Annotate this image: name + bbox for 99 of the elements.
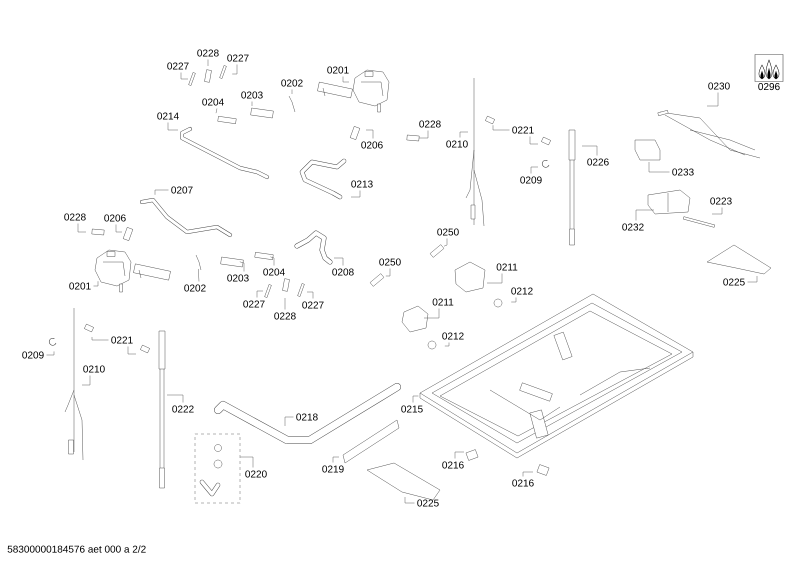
callout-number: 0296 (758, 83, 780, 90)
callout-number: 0221 (512, 126, 534, 134)
leader-line (460, 132, 468, 138)
leader-line (284, 298, 286, 310)
flame-symbol (754, 54, 784, 82)
leader-line (240, 262, 244, 272)
callout-number: 0228 (197, 49, 219, 57)
callout-number: 0203 (227, 274, 249, 282)
leader-line (706, 92, 718, 106)
leader-line (78, 223, 86, 232)
leader-line (418, 130, 428, 138)
leader-line (522, 472, 534, 477)
dashed-group-box (194, 434, 240, 504)
leader-line (424, 308, 440, 318)
callout-number: 0206 (361, 141, 383, 149)
leader-line (404, 496, 415, 504)
callout-number: 0208 (332, 268, 354, 276)
callout-number: 0212 (511, 287, 533, 295)
leader-line (648, 162, 670, 172)
callout-number: 0216 (512, 479, 534, 487)
callout-number: 0232 (622, 223, 644, 231)
leader-line (166, 394, 184, 403)
leader-line (216, 108, 218, 114)
leader-line (240, 456, 254, 468)
callout-number: 0210 (83, 365, 105, 373)
callout-number: 0228 (274, 312, 296, 320)
leader-line (93, 280, 98, 286)
leader-line (334, 258, 344, 266)
callout-number: 0209 (22, 351, 44, 359)
leader-line (492, 124, 510, 130)
callout-number: 0227 (167, 62, 189, 70)
callout-number: 0201 (327, 66, 349, 74)
leader-line (232, 64, 238, 74)
leader-line (486, 273, 502, 284)
callout-number: 0213 (351, 180, 373, 188)
callout-number: 0209 (520, 176, 542, 184)
leader-line (366, 130, 374, 139)
callout-number: 0203 (241, 91, 263, 99)
leader-line (198, 268, 200, 282)
leader-line (180, 72, 188, 80)
leader-line (530, 166, 538, 174)
leader-line (636, 210, 654, 221)
leader-line (454, 452, 464, 459)
leader-line (82, 375, 90, 386)
callout-number: 0225 (417, 499, 439, 507)
callout-number: 0201 (69, 282, 91, 290)
leader-line (386, 268, 390, 276)
callout-number: 0220 (245, 470, 267, 478)
callout-number: 0214 (157, 112, 179, 120)
leader-line (306, 292, 314, 299)
callout-number: 0226 (587, 158, 609, 166)
callout-number: 0210 (446, 140, 468, 148)
callout-number: 0211 (496, 263, 518, 271)
leader-line (46, 351, 54, 356)
callout-number: 0215 (401, 405, 423, 413)
leader-line (350, 190, 360, 198)
callout-number: 0202 (184, 284, 206, 292)
leader-line (444, 238, 448, 246)
leader-line (332, 456, 340, 463)
leader-line (270, 256, 274, 266)
leader-line (128, 346, 136, 354)
callout-number: 0222 (172, 405, 194, 413)
leader-line (92, 336, 109, 340)
callout-number: 0250 (379, 258, 401, 266)
leader-line (154, 190, 169, 196)
callout-number: 0202 (281, 79, 303, 87)
callout-number: 0218 (296, 413, 318, 421)
leader-line (747, 276, 758, 282)
leader-line (510, 297, 516, 302)
callout-number: 0207 (171, 186, 193, 194)
callout-number: 0230 (708, 82, 730, 90)
callout-number: 0223 (710, 197, 732, 205)
callout-number: 0233 (672, 168, 694, 176)
leader-line (284, 416, 294, 426)
callout-number: 0219 (322, 465, 344, 473)
leader-line (116, 224, 122, 232)
leader-line (582, 146, 598, 156)
drawing-number: 58300000184576 aet 000 a 2/2 (8, 545, 146, 553)
callout-number: 0204 (263, 268, 285, 276)
leader-line (444, 342, 450, 346)
callout-number: 0250 (437, 228, 459, 236)
callout-number: 0211 (432, 298, 454, 306)
callout-number: 0206 (104, 214, 126, 222)
callout-number: 0227 (243, 300, 265, 308)
callout-number: 0216 (442, 461, 464, 469)
leader-line (412, 396, 419, 403)
leader-line (256, 290, 264, 298)
leader-line (342, 76, 350, 82)
callout-number: 0225 (723, 278, 745, 286)
leader-line (530, 136, 538, 144)
callout-number: 0228 (64, 213, 86, 221)
callout-number: 0221 (111, 336, 133, 344)
callout-number: 0228 (419, 120, 441, 128)
callout-number: 0227 (302, 301, 324, 309)
callout-number: 0212 (442, 332, 464, 340)
callout-number: 0204 (202, 98, 224, 106)
leader-line (168, 122, 178, 130)
callout-number: 0227 (227, 54, 249, 62)
leader-line (712, 207, 722, 214)
